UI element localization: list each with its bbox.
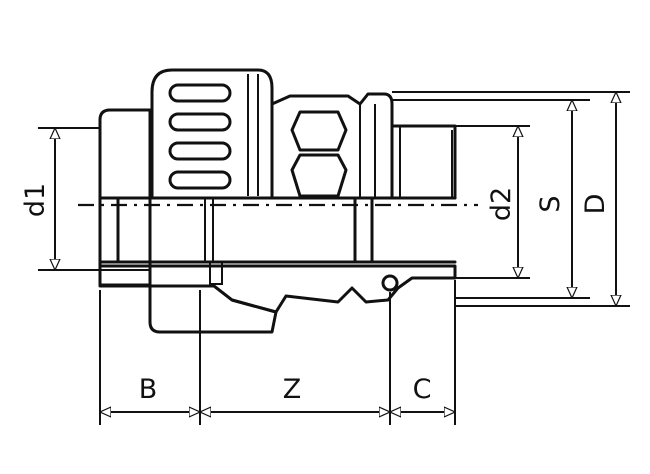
dimension-lines: [55, 92, 616, 412]
socket-end: [98, 108, 152, 287]
o-ring-seal: [209, 261, 223, 285]
label-s: S: [535, 195, 566, 212]
hex-adaptor: [270, 92, 394, 200]
label-d: D: [580, 194, 611, 215]
body-section: [98, 261, 457, 314]
label-b: B: [139, 374, 158, 405]
label-d2: d2: [486, 187, 517, 221]
dimension-labels: d1 d2 S D B Z C: [20, 183, 611, 405]
label-d1: d1: [20, 183, 51, 217]
threaded-end: [390, 124, 457, 200]
nut-rib: [168, 112, 232, 132]
nut-rib: [168, 170, 232, 190]
label-z: Z: [283, 374, 302, 405]
nut-rib: [168, 83, 232, 103]
union-nut: [150, 68, 274, 200]
o-ring: [381, 274, 399, 292]
nut-rib: [168, 141, 232, 161]
bore: [98, 196, 457, 264]
label-c: C: [413, 374, 432, 405]
union-nut-section: [148, 284, 278, 334]
extension-lines: [38, 91, 630, 425]
